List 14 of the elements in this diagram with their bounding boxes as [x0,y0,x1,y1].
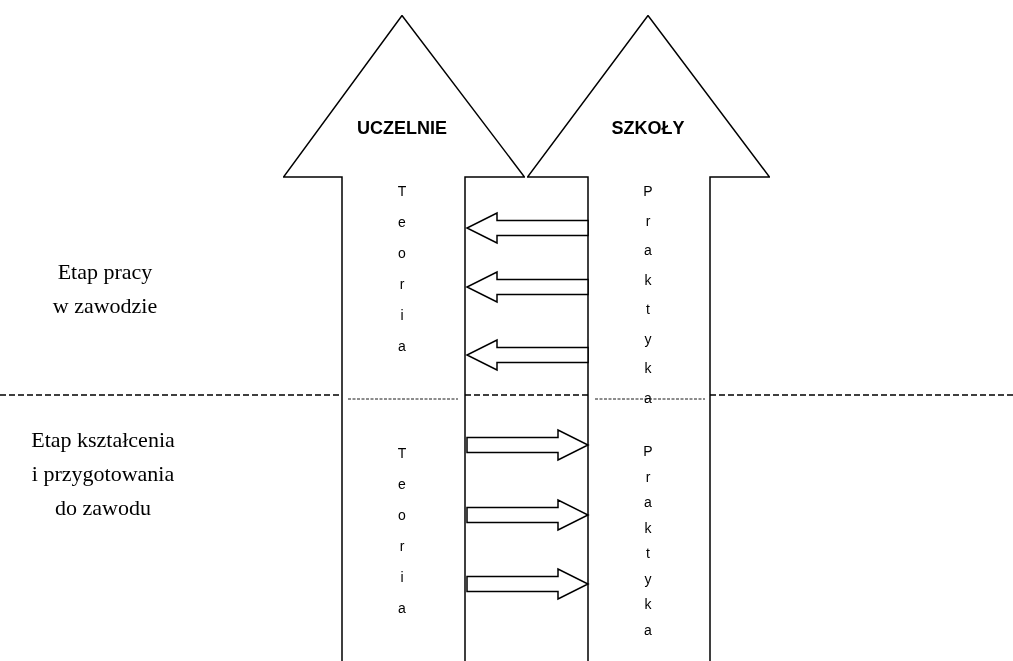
block-arrow [465,211,589,245]
arrow-heading: SZKOŁY [611,118,685,139]
vertical-text: Teoria [395,183,409,369]
vertical-text: Praktyka [641,443,655,647]
block-arrow [465,338,589,372]
block-arrow [466,498,590,532]
block-arrow [466,567,590,601]
arrow-heading: UCZELNIE [357,118,447,139]
stage-label: Etap kształcenia i przygotowania do zawodu [30,426,176,523]
stage-label: Etap pracy w zawodzie [51,258,159,321]
block-arrow [465,270,589,304]
block-arrow [466,428,590,462]
vertical-text: Teoria [395,445,409,631]
vertical-text: Praktyka [641,183,655,419]
